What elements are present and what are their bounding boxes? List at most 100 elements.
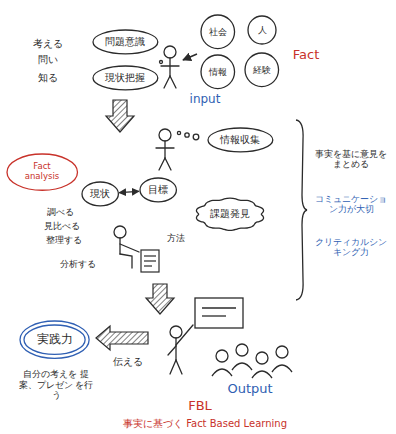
node-text: 実践力 bbox=[37, 333, 73, 347]
audience bbox=[216, 350, 228, 362]
bracket bbox=[296, 120, 307, 300]
verb-note: 分析する bbox=[60, 259, 96, 269]
audience bbox=[212, 344, 292, 378]
fact-circle: 社会 bbox=[200, 14, 236, 50]
working-person bbox=[119, 238, 120, 254]
presenter bbox=[168, 346, 176, 355]
presentation-screen bbox=[202, 307, 236, 308]
input-arrow bbox=[183, 54, 197, 60]
verb-note: 伝える bbox=[113, 356, 143, 368]
presentation-screen bbox=[195, 298, 243, 328]
presentation-screen bbox=[202, 315, 226, 316]
node-text: 社会 bbox=[209, 27, 227, 37]
title-mark: FBL bbox=[188, 399, 212, 414]
audience bbox=[272, 365, 292, 372]
gathering-person bbox=[159, 129, 171, 141]
bubble-outline bbox=[93, 66, 158, 90]
gathering-person bbox=[177, 131, 180, 134]
verb-note: 調べる bbox=[47, 207, 74, 217]
inner-outline bbox=[24, 325, 85, 354]
hatched-arrow bbox=[96, 326, 148, 350]
bubble-outline bbox=[245, 53, 279, 87]
side-note: クリティカルシンキング力 bbox=[312, 238, 390, 258]
node-text: 課題発見 bbox=[210, 208, 250, 220]
node-text: 情報収集 bbox=[220, 134, 260, 146]
document-icon bbox=[141, 250, 159, 272]
working-person bbox=[120, 254, 132, 268]
presenter bbox=[170, 360, 176, 374]
hatched-arrow bbox=[106, 100, 134, 132]
caption-note: 事実に基づく Fact Based Learning bbox=[123, 418, 287, 430]
cloud-bubble: 課題発見 bbox=[193, 196, 267, 232]
input-arrow bbox=[183, 54, 197, 60]
gathering-person bbox=[165, 158, 171, 170]
keyword: Output bbox=[227, 382, 272, 397]
audience bbox=[232, 363, 252, 370]
audience bbox=[212, 369, 232, 376]
audience bbox=[252, 371, 272, 378]
analysis-circle: Fact analysis bbox=[6, 153, 78, 191]
cloud-outline bbox=[196, 198, 263, 230]
audience bbox=[256, 352, 268, 364]
thinking-person bbox=[169, 58, 170, 76]
node-text: 情報 bbox=[209, 67, 227, 77]
node-text: 問題意識 bbox=[105, 36, 145, 48]
bubble-outline bbox=[248, 16, 276, 44]
node-text: Fact analysis bbox=[20, 162, 64, 182]
presentation-screen bbox=[195, 298, 243, 328]
side-note: コミュニケーション力が大切 bbox=[312, 195, 390, 215]
bubble-outline bbox=[140, 178, 176, 202]
goal-circle: 実践力 bbox=[19, 320, 90, 359]
bracket bbox=[296, 120, 307, 300]
document-icon bbox=[141, 250, 159, 272]
keyword: input bbox=[190, 93, 221, 107]
verb-note: 考える bbox=[33, 38, 63, 50]
hatched-arrow bbox=[146, 284, 174, 314]
thinking-person bbox=[164, 76, 170, 88]
verb-note: 問い bbox=[38, 54, 58, 66]
document-icon bbox=[144, 260, 156, 261]
thinking-person bbox=[170, 76, 176, 88]
presenter bbox=[170, 326, 182, 338]
fact-circle: 経験 bbox=[244, 52, 280, 88]
document-icon bbox=[144, 265, 152, 266]
verb-note: 知る bbox=[38, 72, 58, 84]
audience bbox=[236, 344, 248, 356]
verb-note: 見比べる bbox=[44, 221, 80, 231]
thinking-person bbox=[161, 65, 179, 66]
gathering-person bbox=[185, 133, 189, 137]
node-text: 目標 bbox=[148, 184, 168, 196]
bubble-outline bbox=[93, 30, 158, 54]
fact-circle: 人 bbox=[247, 15, 277, 45]
presenter bbox=[176, 360, 182, 374]
node-text: 現状 bbox=[90, 188, 110, 200]
working-person bbox=[120, 244, 139, 252]
connector-arrow bbox=[119, 191, 139, 192]
thought-bubble: 目標 bbox=[139, 177, 177, 203]
thinking-person bbox=[160, 61, 163, 64]
working-person bbox=[114, 226, 126, 238]
node-text: 人 bbox=[258, 25, 267, 35]
gathering-person bbox=[156, 147, 174, 148]
audience bbox=[276, 346, 288, 358]
bubble-outline bbox=[82, 182, 118, 206]
presenter bbox=[168, 325, 193, 374]
thinking-person bbox=[164, 46, 176, 58]
gathering-person bbox=[156, 129, 199, 170]
bubble-outline bbox=[20, 321, 89, 358]
bubble-outline bbox=[208, 128, 273, 152]
thought-bubble: 情報収集 bbox=[207, 127, 274, 153]
gathering-person bbox=[193, 134, 199, 140]
bubble-outline bbox=[7, 154, 77, 190]
thought-bubble: 問題意識 bbox=[92, 29, 159, 55]
bubble-outline bbox=[201, 15, 235, 49]
side-note: 事実を基に意見をまとめる bbox=[312, 150, 390, 170]
working-person bbox=[114, 226, 139, 268]
presenter bbox=[176, 325, 193, 345]
bubble-outline bbox=[201, 55, 235, 89]
hatched-arrow bbox=[96, 326, 148, 350]
hatched-arrow bbox=[146, 284, 174, 314]
thought-bubble: 現状把握 bbox=[92, 65, 159, 91]
node-text: 現状把握 bbox=[105, 72, 145, 84]
fact-circle: 情報 bbox=[200, 54, 236, 90]
